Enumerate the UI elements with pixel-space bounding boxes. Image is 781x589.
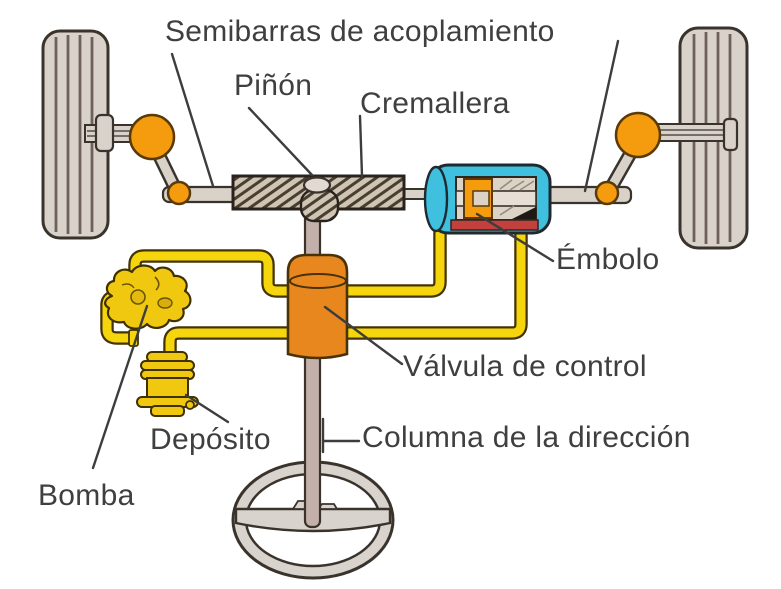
pinion-cap bbox=[302, 176, 332, 194]
right-knuckle bbox=[594, 111, 662, 206]
power-cylinder bbox=[423, 163, 633, 235]
right-ball-joint-large bbox=[614, 111, 662, 159]
right-wheel bbox=[654, 26, 749, 250]
leader-pinion bbox=[247, 106, 314, 177]
control-valve bbox=[286, 253, 349, 360]
leader-reservoir bbox=[184, 393, 230, 424]
leader-lines bbox=[91, 39, 620, 470]
leader-piston bbox=[475, 212, 555, 263]
left-ball-joint-large bbox=[128, 113, 176, 161]
left-hub-bracket bbox=[94, 113, 115, 153]
right-ball-joint-small bbox=[594, 180, 620, 206]
label-rack: Cremallera bbox=[360, 87, 510, 120]
rack-and-pinion bbox=[161, 174, 437, 223]
cylinder-end-cap bbox=[423, 165, 449, 233]
label-steering-column: Columna de la dirección bbox=[362, 421, 691, 454]
label-pinion: Piñón bbox=[234, 69, 313, 102]
steering-knuckles bbox=[128, 111, 662, 206]
leader-rack bbox=[358, 114, 364, 178]
leader-pump bbox=[91, 304, 149, 470]
leader-tie-rod-right bbox=[583, 39, 620, 193]
label-tie-rods: Semibarras de acoplamiento bbox=[165, 15, 555, 48]
label-reservoir: Depósito bbox=[150, 423, 271, 456]
pipe-valve-to-cylinder bbox=[334, 222, 447, 298]
pinion-gear bbox=[299, 188, 340, 223]
pump bbox=[104, 264, 192, 330]
label-pump: Bomba bbox=[38, 479, 135, 512]
reservoir bbox=[136, 351, 199, 417]
left-ball-joint-small bbox=[166, 180, 192, 206]
leader-control-valve bbox=[323, 305, 404, 366]
leader-tie-rod-left bbox=[170, 52, 215, 188]
left-wheel bbox=[41, 29, 133, 240]
label-piston: Émbolo bbox=[556, 243, 660, 276]
right-axle bbox=[654, 123, 731, 142]
pipe-pump-to-valve bbox=[128, 249, 298, 298]
label-control-valve: Válvula de control bbox=[403, 350, 647, 383]
right-hub-bracket bbox=[722, 117, 739, 152]
left-knuckle bbox=[128, 113, 192, 206]
